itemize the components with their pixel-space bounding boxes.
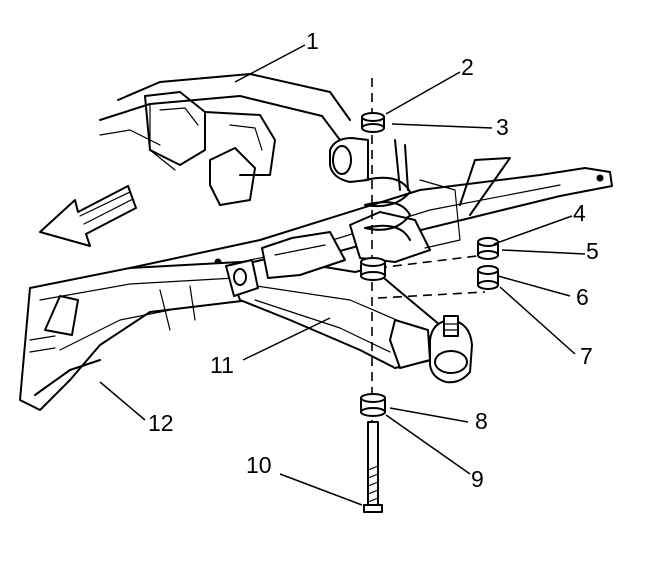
right-upper-bushing (477, 237, 499, 260)
upper-frame-rail (99, 73, 351, 206)
callout-6: 6 (576, 284, 589, 310)
callout-11: 11 (210, 352, 234, 378)
callout-10: 10 (246, 452, 272, 478)
callout-4: 4 (573, 200, 586, 226)
ball-joint (389, 315, 473, 384)
leader-lines (99, 44, 586, 506)
callout-5: 5 (586, 238, 599, 264)
middle-bushing (360, 257, 386, 281)
upper-insulator (361, 112, 385, 133)
callout-8: 8 (475, 408, 488, 434)
callout-2: 2 (461, 54, 474, 80)
callout-3: 3 (496, 114, 509, 140)
right-lower-bushing (477, 265, 499, 290)
frame-rail (19, 261, 251, 411)
coil-spring (364, 176, 461, 249)
engine-mount (329, 137, 409, 191)
callout-9: 9 (471, 466, 484, 492)
bolt (363, 421, 383, 513)
front-arrow-icon (39, 185, 137, 247)
callout-7: 7 (580, 343, 593, 369)
lower-control-arm (225, 211, 441, 369)
callout-12: 12 (148, 410, 174, 436)
callout-1: 1 (306, 28, 319, 54)
lower-bushing (360, 393, 386, 417)
